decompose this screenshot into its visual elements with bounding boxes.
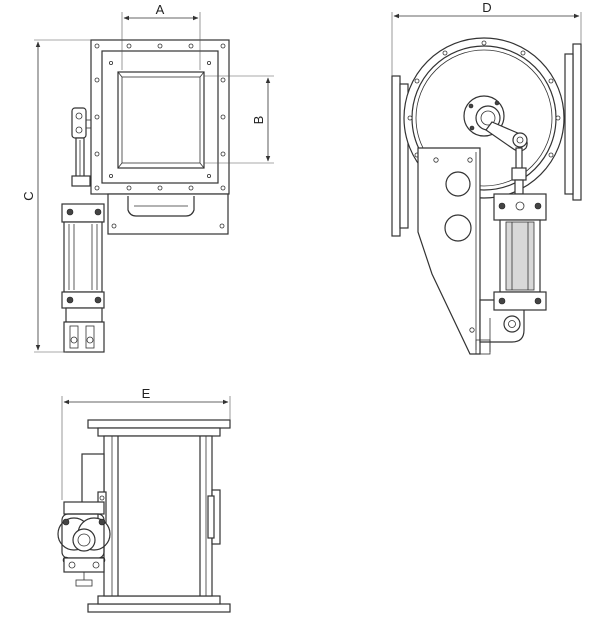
top-view-body (103, 435, 213, 597)
top-view-cylinder-end (57, 501, 111, 587)
dimension-label-e: E (142, 386, 151, 401)
top-view-upper-flange (87, 419, 231, 429)
side-mounting-bracket (417, 147, 481, 355)
side-left-flange (391, 75, 401, 237)
dimension-label-b: B (251, 116, 266, 125)
dimension-label-c: C (21, 191, 36, 200)
dimension-label-a: A (156, 2, 165, 17)
side-cylinder-rod (515, 147, 523, 171)
front-pneumatic-cylinder (61, 203, 105, 353)
front-lower-housing (107, 193, 229, 235)
top-view-lower-flange (87, 603, 231, 613)
front-view: A B C (21, 2, 274, 353)
side-view: D (391, 0, 582, 355)
side-right-flange (572, 43, 582, 201)
front-solenoid-valve (71, 107, 87, 139)
flange-bolts (94, 43, 226, 191)
dimension-label-d: D (482, 0, 491, 15)
top-view: E (57, 386, 231, 613)
